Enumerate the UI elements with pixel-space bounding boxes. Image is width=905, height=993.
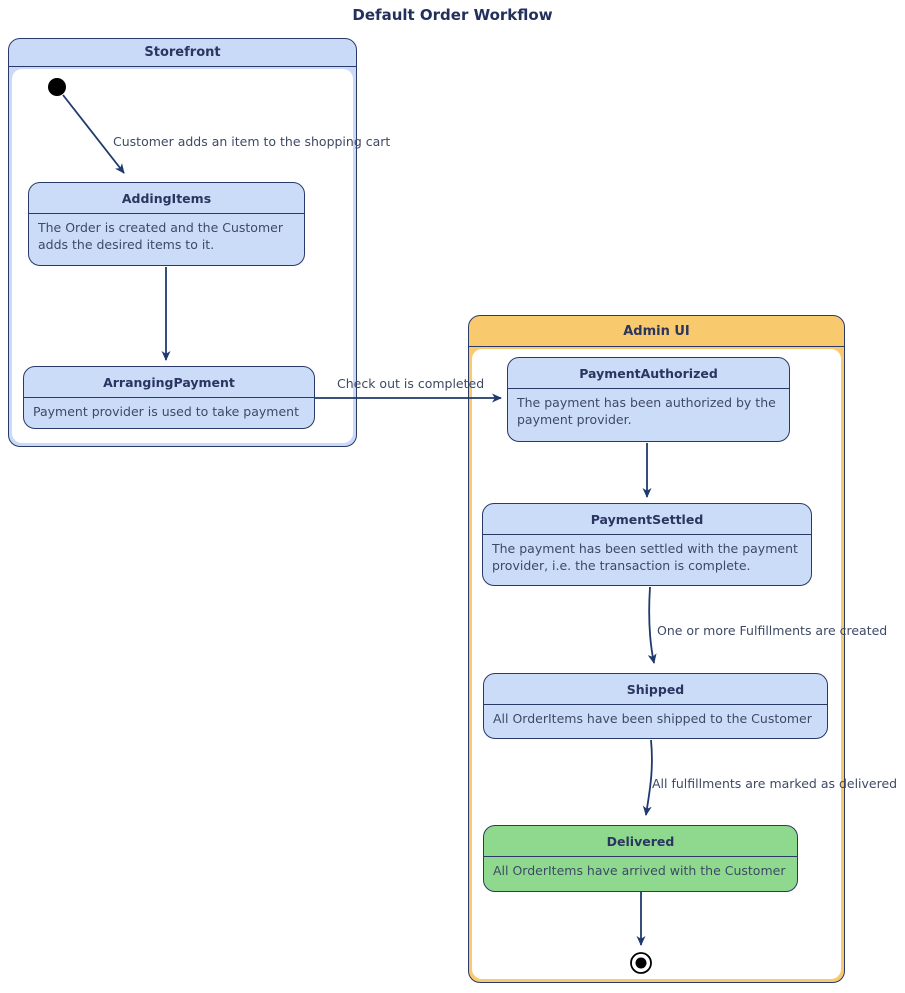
state-adding-items-description: The Order is created and the Customer ad… xyxy=(38,220,283,252)
state-shipped: Shipped All OrderItems have been shipped… xyxy=(483,673,828,739)
diagram-title: Default Order Workflow xyxy=(352,6,553,24)
state-delivered-title: Delivered xyxy=(484,826,797,857)
state-payment-authorized: PaymentAuthorized The payment has been a… xyxy=(507,357,790,442)
state-delivered: Delivered All OrderItems have arrived wi… xyxy=(483,825,798,892)
state-shipped-description: All OrderItems have been shipped to the … xyxy=(493,711,812,726)
state-payment-authorized-description: The payment has been authorized by the p… xyxy=(517,395,776,427)
state-shipped-title: Shipped xyxy=(484,674,827,705)
transition-label-checkout: Check out is completed xyxy=(337,376,485,391)
state-arranging-payment-title: ArrangingPayment xyxy=(24,367,314,398)
state-delivered-description: All OrderItems have arrived with the Cus… xyxy=(493,863,786,878)
transition-label-marked-delivered: All fulfillments are marked as delivered xyxy=(652,776,898,791)
admin-ui-header: Admin UI xyxy=(469,316,844,347)
state-adding-items-title: AddingItems xyxy=(29,183,304,214)
state-adding-items: AddingItems The Order is created and the… xyxy=(28,182,305,266)
state-arranging-payment: ArrangingPayment Payment provider is use… xyxy=(23,366,315,429)
transition-label-add-item: Customer adds an item to the shopping ca… xyxy=(113,134,391,149)
state-payment-settled: PaymentSettled The payment has been sett… xyxy=(482,503,812,586)
state-payment-settled-description: The payment has been settled with the pa… xyxy=(492,541,798,573)
storefront-header: Storefront xyxy=(9,39,356,67)
state-payment-settled-title: PaymentSettled xyxy=(483,504,811,535)
state-payment-authorized-title: PaymentAuthorized xyxy=(508,358,789,389)
state-arranging-payment-description: Payment provider is used to take payment xyxy=(33,404,299,419)
transition-label-fulfillments-created: One or more Fulfillments are created xyxy=(657,623,888,638)
